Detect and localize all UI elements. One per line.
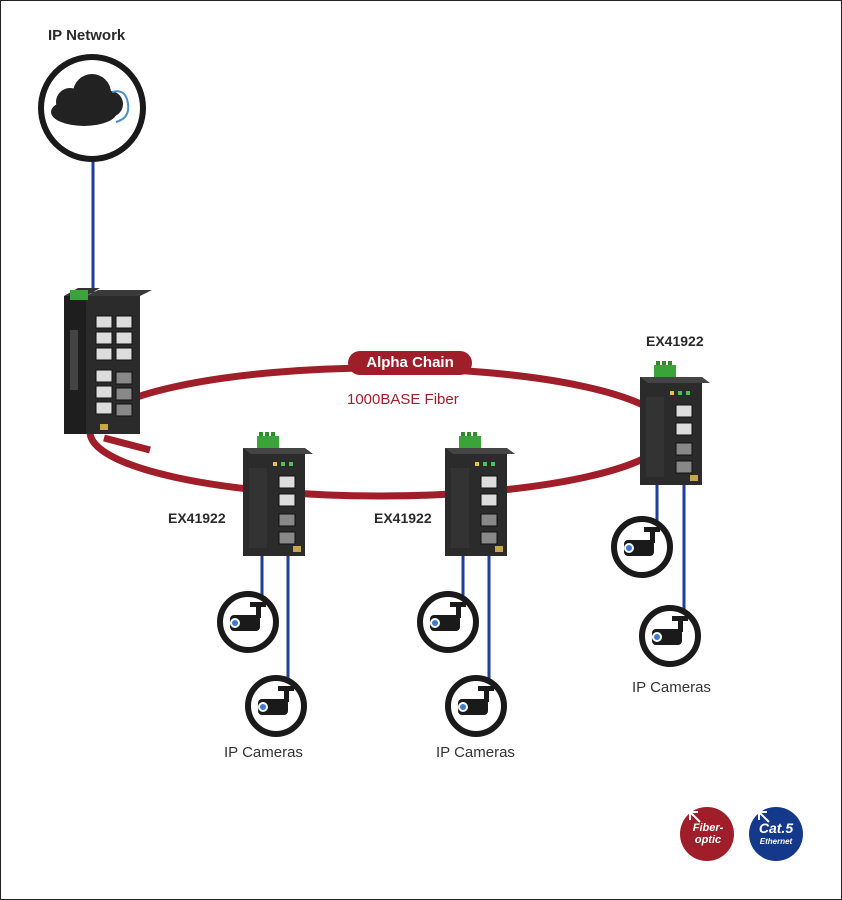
switch-icon	[444, 431, 516, 557]
camera-icon	[420, 594, 476, 650]
ring-tail-to-core-switch	[103, 434, 151, 454]
core-switch	[64, 288, 152, 434]
cat5-ethernet-badge-icon	[749, 807, 803, 861]
fiber-badge-line2: optic	[694, 834, 722, 846]
switch-icon	[242, 431, 314, 557]
ring-subtitle: 1000BASE Fiber	[347, 391, 459, 408]
cloud-icon	[51, 74, 130, 126]
camera-icon	[642, 608, 698, 664]
fiber-optic-badge-label: Fiber- optic	[680, 822, 736, 846]
ethernet-badge-label: Ethernet	[759, 837, 793, 846]
fiber-ring	[86, 364, 674, 500]
camera-icon	[248, 678, 304, 734]
camera-icon	[220, 594, 276, 650]
camera-icon	[614, 519, 670, 575]
camera-group-3-label: IP Cameras	[632, 679, 711, 696]
ip-network-label: IP Network	[48, 27, 126, 44]
fiber-badge-line1: Fiber-	[692, 822, 724, 834]
camera-group-1-label: IP Cameras	[224, 744, 303, 761]
ring-title-pill: Alpha Chain	[348, 351, 472, 375]
camera-group-2-label: IP Cameras	[436, 744, 515, 761]
fiber-optic-badge-icon	[680, 807, 734, 861]
switch-1-model-label: EX41922	[168, 510, 226, 526]
switch-3-model-label: EX41922	[646, 333, 704, 349]
switch-icon	[639, 360, 711, 486]
switch-2-model-label: EX41922	[374, 510, 432, 526]
cat5-badge-label: Cat.5	[758, 820, 794, 836]
ip-network-node	[38, 54, 146, 162]
camera-icon	[448, 678, 504, 734]
